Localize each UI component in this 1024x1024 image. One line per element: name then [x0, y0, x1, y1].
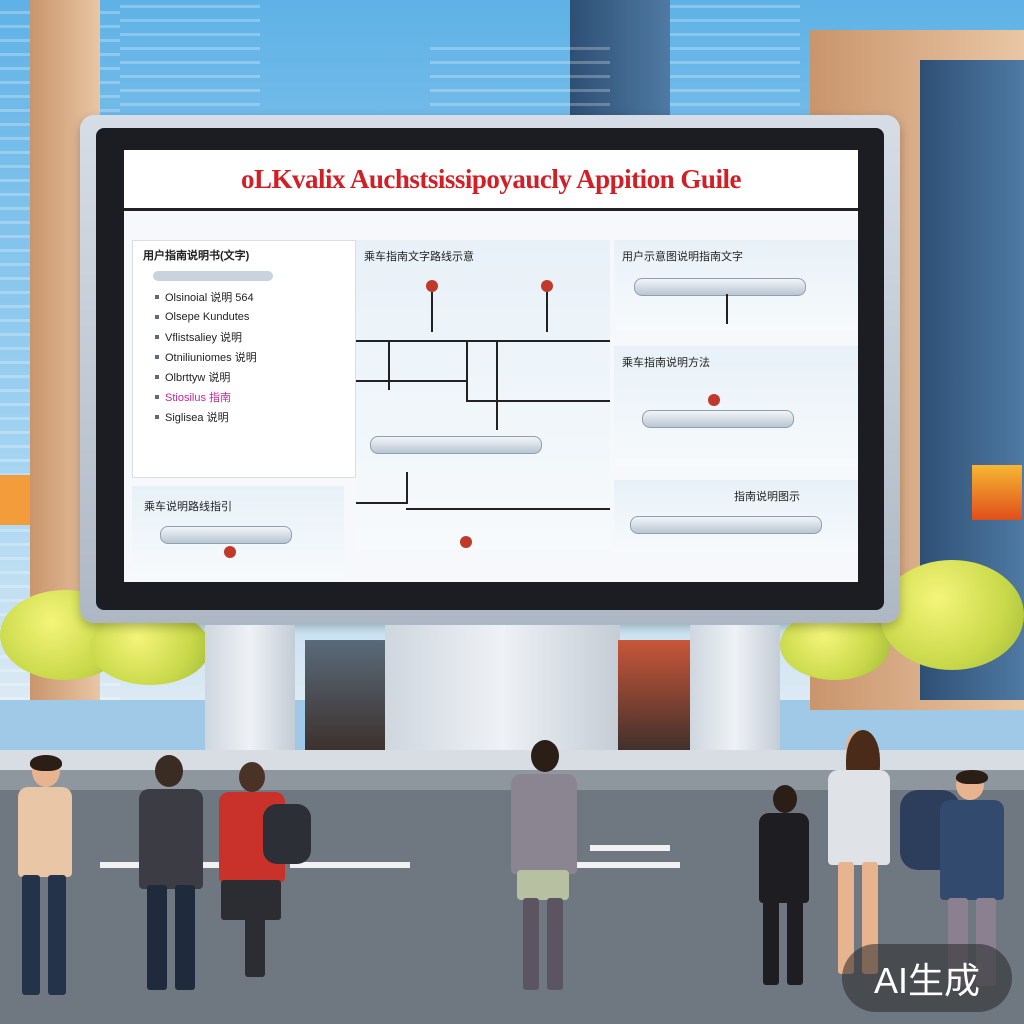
tree — [880, 560, 1024, 670]
route-line — [388, 340, 390, 390]
pedestrian — [755, 785, 815, 990]
info-panel: 用户示意图说明指南文字 — [614, 240, 858, 330]
list-item: Vflistsaliey 说明 — [155, 327, 355, 347]
road-marking — [560, 862, 680, 868]
location-pin-icon — [426, 280, 438, 292]
pedestrian — [820, 730, 900, 980]
list-item: Olsinoial 说明 564 — [155, 287, 355, 307]
billboard-screen: oLKvalix Auchstsissipoyaucly Appition Gu… — [124, 150, 858, 582]
location-pin-icon — [224, 546, 236, 558]
route-diagram: 乘车指南文字路线示意 — [356, 240, 610, 550]
route-line — [356, 502, 406, 504]
pedestrian — [215, 762, 325, 982]
building — [430, 40, 610, 120]
building — [570, 0, 670, 120]
train-icon — [370, 436, 542, 454]
panel-heading: 乘车说明路线指引 — [144, 501, 232, 513]
title-bar: oLKvalix Auchstsissipoyaucly Appition Gu… — [124, 150, 858, 211]
billboard-support — [385, 625, 620, 755]
bullet-icon — [155, 335, 159, 339]
route-line — [356, 380, 466, 382]
location-pin-icon — [460, 536, 472, 548]
route-line — [431, 292, 433, 332]
bullet-icon — [155, 395, 159, 399]
list-item: Olbrttyw 说明 — [155, 367, 355, 387]
bullet-icon — [155, 355, 159, 359]
train-icon — [634, 278, 806, 296]
pedestrian — [135, 755, 215, 995]
info-panel: 乘车说明路线指引 — [132, 486, 344, 578]
route-line — [546, 292, 548, 332]
route-line — [466, 400, 610, 402]
train-icon — [160, 526, 292, 544]
billboard-support — [205, 625, 295, 755]
route-line — [406, 472, 408, 504]
panel-heading: 指南说明图示 — [734, 491, 800, 503]
route-line — [406, 508, 610, 510]
ai-generated-badge: AI生成 — [842, 944, 1012, 1012]
route-line — [466, 340, 468, 400]
search-bar — [153, 271, 273, 281]
route-line — [496, 340, 498, 430]
shop-entrance — [305, 640, 385, 755]
train-icon — [642, 410, 794, 428]
building-sign — [0, 475, 30, 525]
panel-heading: 用户示意图说明指南文字 — [622, 251, 743, 263]
bullet-icon — [155, 375, 159, 379]
location-pin-icon — [541, 280, 553, 292]
road-marking — [590, 845, 670, 851]
panel-heading: 用户指南说明书(文字) — [143, 250, 250, 262]
location-pin-icon — [708, 394, 720, 406]
pedestrian — [10, 755, 90, 1005]
list-item: Olsepe Kundutes — [155, 307, 355, 327]
list-item: Otniliuniomes 说明 — [155, 347, 355, 367]
road-marking — [290, 862, 410, 868]
pedestrian — [505, 740, 585, 995]
bullet-icon — [155, 295, 159, 299]
shop-entrance — [618, 640, 690, 755]
diagram-heading: 乘车指南文字路线示意 — [364, 251, 474, 263]
info-panel: 指南说明图示 — [614, 480, 858, 552]
building — [120, 0, 260, 120]
billboard-support — [690, 625, 780, 755]
bullet-icon — [155, 415, 159, 419]
bullet-icon — [155, 315, 159, 319]
building-sign — [972, 465, 1022, 520]
guide-title: oLKvalix Auchstsissipoyaucly Appition Gu… — [241, 163, 741, 194]
list-item: Stiosilus 指南 — [155, 387, 355, 407]
instructions-panel: 用户指南说明书(文字) Olsinoial 说明 564 Olsepe Kund… — [132, 240, 356, 478]
route-line — [356, 340, 610, 342]
route-line — [726, 294, 728, 324]
building — [670, 0, 800, 120]
train-icon — [630, 516, 822, 534]
list-item: Siglisea 说明 — [155, 407, 355, 427]
info-panel: 乘车指南说明方法 — [614, 346, 858, 466]
panel-heading: 乘车指南说明方法 — [622, 357, 710, 369]
